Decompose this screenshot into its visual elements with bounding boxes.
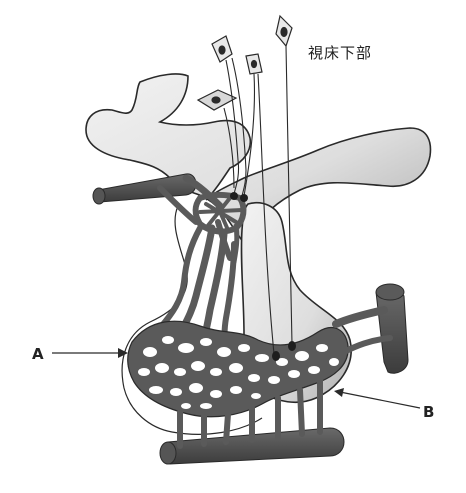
axon-terminals	[230, 192, 296, 361]
neuron-3	[275, 14, 293, 48]
label-b-arrow	[334, 388, 421, 409]
neuron-axons	[223, 45, 293, 355]
hypothalamus-label: 視床下部	[308, 44, 373, 62]
label-a-arrow	[52, 348, 128, 358]
secondary-capillary-plexus	[127, 320, 349, 418]
neuron-4	[196, 89, 238, 111]
hypophyseal-vein	[159, 377, 345, 465]
neuron-1	[211, 35, 233, 63]
neuron-cell-bodies	[196, 14, 293, 111]
neuron-2	[245, 53, 263, 75]
label-a: A	[32, 345, 44, 363]
inferior-hypophyseal-artery	[332, 283, 409, 374]
label-b: B	[423, 403, 435, 421]
